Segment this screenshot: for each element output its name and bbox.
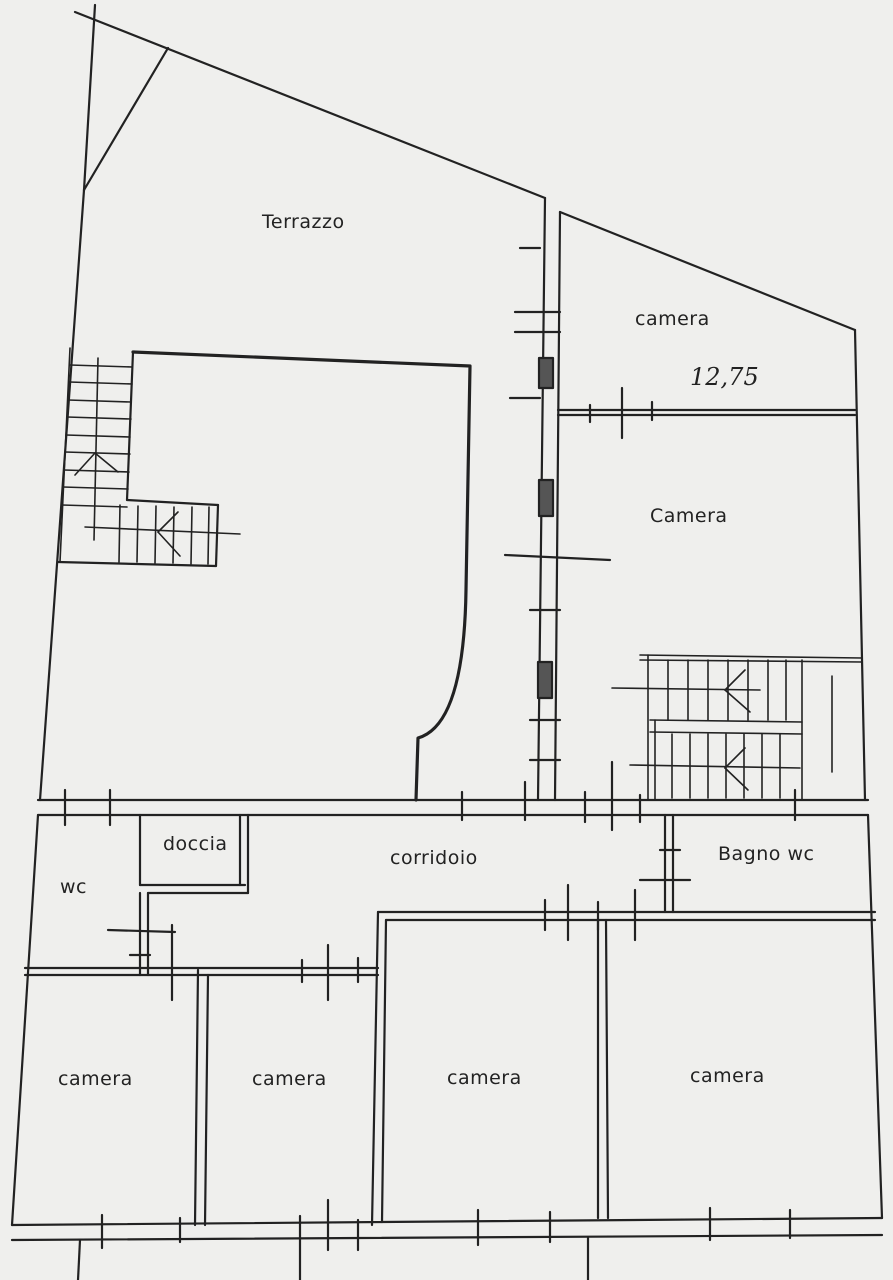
right-top-walls [556, 210, 867, 802]
label-camera-1: camera [58, 1068, 133, 1090]
left-stair-walls [56, 350, 472, 802]
label-wc: wc [60, 876, 87, 898]
label-corridoio: corridoio [390, 847, 478, 869]
central-wall [503, 196, 612, 802]
mid-wall [36, 760, 870, 832]
right-stairs [611, 654, 863, 801]
corridor-lower-wall [23, 883, 877, 1227]
label-camera-top: camera [635, 308, 710, 330]
lower-outer-walls [10, 813, 884, 1280]
label-camera-3: camera [447, 1067, 522, 1089]
terrace-walls [38, 3, 547, 802]
bagno-walls [638, 813, 692, 914]
label-camera-top-area: 12,75 [690, 363, 759, 391]
label-terrazzo: Terrazzo [261, 211, 345, 233]
label-camera-mid: Camera [650, 505, 728, 527]
label-doccia: doccia [163, 833, 228, 855]
bathroom-walls [106, 813, 250, 1002]
label-camera-4: camera [690, 1065, 765, 1087]
label-bagno-wc: Bagno wc [718, 843, 814, 865]
left-stairs [59, 347, 241, 565]
label-camera-2: camera [252, 1068, 327, 1090]
room-labels: Terrazzo camera 12,75 Camera doccia corr… [58, 211, 814, 1090]
